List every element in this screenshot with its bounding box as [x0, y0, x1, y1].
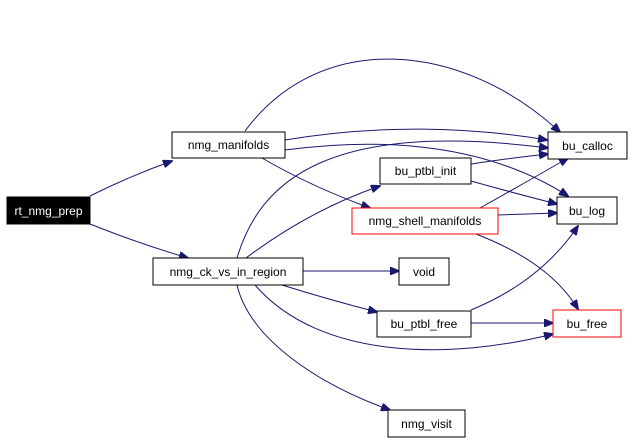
node-nmg_visit[interactable]: nmg_visit	[387, 409, 466, 438]
edges	[89, 58, 578, 410]
edge-nmg_manifolds-bu_calloc	[284, 128, 547, 140]
node-label-rt_nmg_prep: rt_nmg_prep	[14, 204, 82, 218]
node-nmg_shell_manifolds[interactable]: nmg_shell_manifolds	[351, 207, 499, 235]
node-bu_ptbl_free[interactable]: bu_ptbl_free	[376, 310, 472, 338]
node-bu_ptbl_init[interactable]: bu_ptbl_init	[379, 157, 472, 185]
node-bu_calloc[interactable]: bu_calloc	[547, 131, 628, 160]
edge-bu_ptbl_init-bu_log	[470, 180, 557, 204]
node-label-void: void	[413, 265, 435, 279]
edge-bu_ptbl_init-bu_calloc	[470, 154, 548, 165]
edge-nmg_ck_vs_in_region-nmg_visit	[236, 284, 390, 410]
node-label-nmg_ck_vs_in_region: nmg_ck_vs_in_region	[170, 265, 287, 279]
edge-nmg_manifolds-nmg_shell_manifolds	[261, 157, 370, 208]
node-label-nmg_shell_manifolds: nmg_shell_manifolds	[369, 214, 482, 228]
node-nmg_ck_vs_in_region[interactable]: nmg_ck_vs_in_region	[152, 257, 304, 286]
edge-nmg_ck_vs_in_region-bu_ptbl_free	[281, 284, 377, 312]
node-label-nmg_visit: nmg_visit	[401, 417, 452, 431]
edge-bu_ptbl_free-bu_log	[470, 226, 578, 311]
node-rt_nmg_prep[interactable]: rt_nmg_prep	[6, 196, 91, 225]
node-label-nmg_manifolds: nmg_manifolds	[188, 138, 269, 152]
node-label-bu_free: bu_free	[567, 317, 608, 331]
edge-nmg_manifolds-bu_log	[284, 143, 568, 196]
node-bu_free[interactable]: bu_free	[552, 309, 622, 338]
node-bu_log[interactable]: bu_log	[556, 196, 618, 225]
node-void[interactable]: void	[398, 257, 450, 286]
edge-rt_nmg_prep-nmg_manifolds	[89, 161, 172, 197]
edge-nmg_shell_manifolds-bu_log	[497, 213, 557, 215]
edge-rt_nmg_prep-nmg_ck_vs_in_region	[89, 223, 188, 258]
node-label-bu_ptbl_init: bu_ptbl_init	[395, 164, 457, 178]
node-label-bu_calloc: bu_calloc	[562, 139, 613, 153]
node-label-bu_log: bu_log	[569, 204, 605, 218]
edge-nmg_manifolds-bu_calloc-arc	[244, 58, 560, 132]
node-nmg_manifolds[interactable]: nmg_manifolds	[171, 131, 286, 159]
node-label-bu_ptbl_free: bu_ptbl_free	[391, 317, 458, 331]
edge-nmg_shell_manifolds-bu_calloc	[479, 158, 568, 209]
edge-nmg_ck_vs_in_region-bu_calloc	[236, 140, 548, 259]
edge-nmg_ck_vs_in_region-bu_ptbl_init	[245, 186, 380, 259]
edge-nmg_ck_vs_in_region-bu_free	[254, 284, 553, 351]
